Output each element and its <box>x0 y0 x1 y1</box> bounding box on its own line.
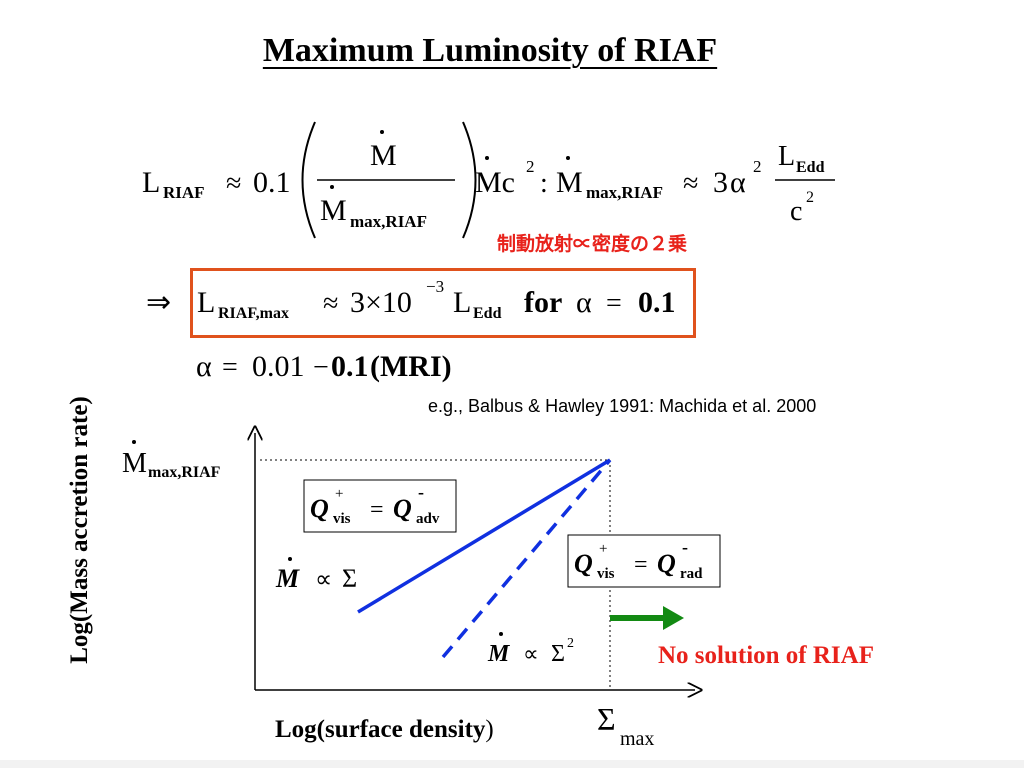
svg-text:rad: rad <box>680 566 703 582</box>
eq1-c-sq: 2 <box>806 189 814 206</box>
eq3-lo: 0.01 <box>252 350 305 383</box>
x-marker-sub: max <box>620 728 654 750</box>
equation-luminosity-riaf: L RIAF ≈ 0.1 M M max,RIAF Mc 2 : M max,R… <box>142 121 835 239</box>
left-paren <box>301 121 316 239</box>
label-dashed-m: M <box>487 641 511 667</box>
eq1-ledd: L <box>778 141 795 172</box>
eq1-ledd-sub: Edd <box>796 159 825 176</box>
eq2-for: for <box>524 286 562 319</box>
eq2-val: 0.1 <box>638 286 676 319</box>
eq1-frac-num: M <box>370 139 397 172</box>
x-axis-label: Log(surface density) <box>275 716 494 744</box>
eq3-mri: (MRI) <box>370 350 452 383</box>
svg-text:Q: Q <box>310 494 329 523</box>
svg-text:+: + <box>335 486 343 502</box>
japanese-note: 制動放射∝密度の２乗 <box>497 234 688 255</box>
label-solid-sigma: Σ <box>342 564 357 593</box>
y-marker: M <box>122 448 147 479</box>
eq1-approx2: ≈ <box>683 168 698 199</box>
right-paren <box>462 121 477 239</box>
eq1-frac-den-sub: max,RIAF <box>350 212 427 231</box>
eq2-alpha: α <box>576 286 592 319</box>
eq1-lhs-sub: RIAF <box>163 183 205 202</box>
result-box <box>190 268 696 338</box>
svg-text:adv: adv <box>416 511 440 527</box>
x-axis-label-text: Log(surface density <box>275 716 486 743</box>
eq1-mdot: M <box>556 166 583 199</box>
svg-text:-: - <box>682 537 688 557</box>
eq1-frac-den: M <box>320 194 347 227</box>
label-dashed-prop: ∝ <box>523 641 539 666</box>
label-dashed-sigma: Σ <box>551 641 565 667</box>
y-marker-sub: max,RIAF <box>148 464 221 481</box>
eq3-alpha: α <box>196 350 212 383</box>
equation-max-luminosity: ⇒ L RIAF,max ≈ 3×10 −3 L Edd for α = 0.1 <box>146 277 676 322</box>
eq2-exp: −3 <box>426 277 444 296</box>
eq1-coef: 0.1 <box>253 166 291 199</box>
svg-text:Q: Q <box>574 549 593 578</box>
svg-text:Q: Q <box>393 494 412 523</box>
svg-text:vis: vis <box>597 566 615 582</box>
eq2-value: 3×10 <box>350 286 412 319</box>
eq2-l: L <box>197 286 215 319</box>
solid-line-linear <box>357 458 611 614</box>
x-axis-label-close: ) <box>485 716 494 743</box>
label-dashed-pow: 2 <box>567 636 574 651</box>
green-arrow-icon <box>663 606 684 630</box>
eq1-three: 3 <box>713 166 728 199</box>
eq3-eq: = <box>222 352 238 383</box>
label-solid-prop: ∝ <box>315 567 332 593</box>
eq1-c: c <box>790 196 802 227</box>
eq1-sq: 2 <box>526 157 535 176</box>
eq2-ledd: L <box>453 286 471 319</box>
label-solid-m: M <box>275 564 300 593</box>
svg-text:-: - <box>418 482 424 502</box>
svg-text:vis: vis <box>333 511 351 527</box>
page-title: Maximum Luminosity of RIAF <box>262 32 718 69</box>
eq3-hi: 0.1 <box>331 350 369 383</box>
accretion-diagram: M max,RIAF Q + vis = Q - adv Q + vis = Q… <box>122 425 721 750</box>
reference-citation: e.g., Balbus & Hawley 1991: Machida et a… <box>428 396 817 416</box>
box-qvis-qrad <box>567 534 721 588</box>
no-solution-label: No solution of RIAF <box>658 642 874 669</box>
eq3-dash: − <box>313 352 329 383</box>
eq1-colon: : <box>540 168 548 199</box>
svg-text:+: + <box>599 541 607 557</box>
y-axis-label: Log(Mass accretion rate) <box>66 396 93 664</box>
implies-arrow: ⇒ <box>146 286 171 319</box>
eq1-approx: ≈ <box>226 168 241 199</box>
eq2-eq: = <box>606 288 622 319</box>
footer-strip <box>0 760 1024 768</box>
eq2-approx: ≈ <box>323 288 338 319</box>
box-qvis-qadv <box>303 479 457 533</box>
eq2-l-sub: RIAF,max <box>218 305 289 322</box>
svg-text:=: = <box>370 497 384 523</box>
dashed-line-quadratic <box>441 458 612 659</box>
x-marker: Σ <box>597 701 616 737</box>
eq1-lhs: L <box>142 166 160 199</box>
eq1-mc: Mc <box>475 166 515 199</box>
eq1-alpha: α <box>730 166 746 199</box>
eq1-mdot-sub: max,RIAF <box>586 183 663 202</box>
equation-alpha-range: α = 0.01 − 0.1 (MRI) <box>196 350 452 383</box>
eq1-alpha-sq: 2 <box>753 157 762 176</box>
svg-text:=: = <box>634 552 648 578</box>
eq2-ledd-sub: Edd <box>473 305 502 322</box>
svg-text:Q: Q <box>657 549 676 578</box>
